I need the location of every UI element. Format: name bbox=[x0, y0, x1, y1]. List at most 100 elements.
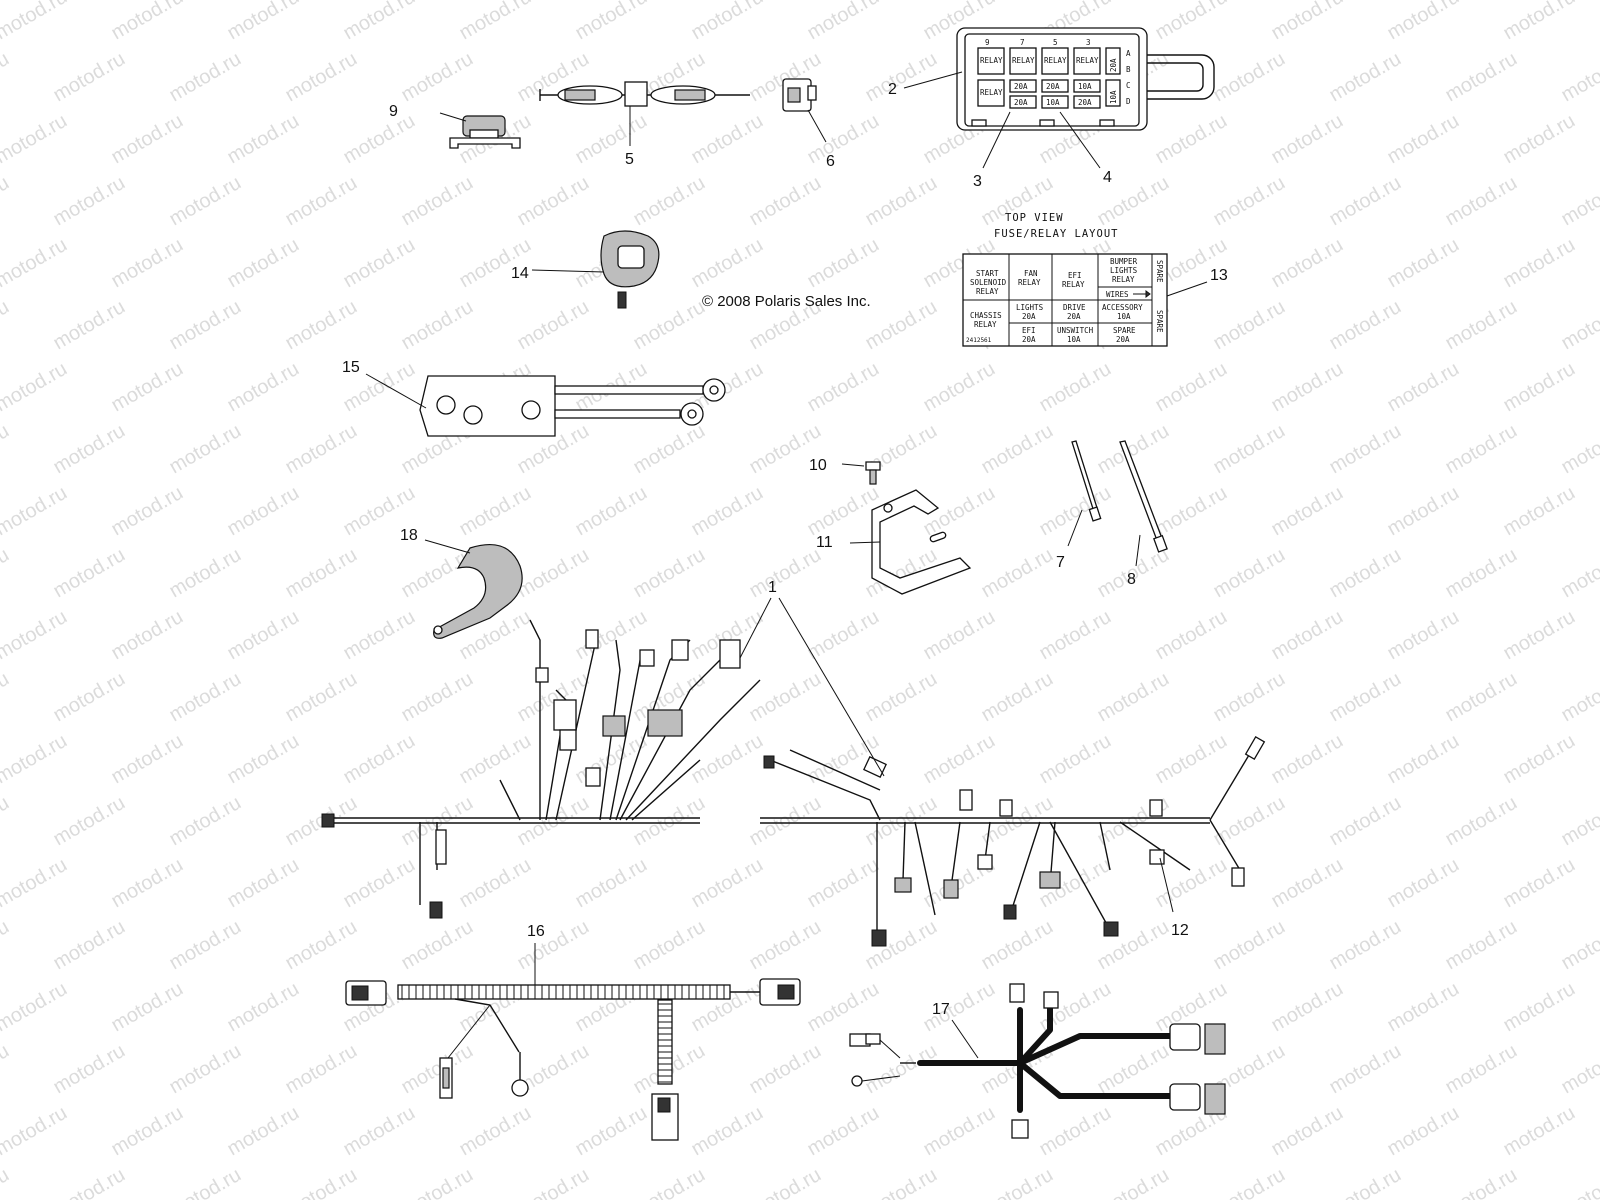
watermark-text: motod.ru bbox=[50, 544, 129, 603]
watermark-text: motod.ru bbox=[572, 110, 651, 169]
watermark-text: motod.ru bbox=[0, 1102, 71, 1161]
part-15-ground-strap[interactable] bbox=[365, 373, 726, 437]
watermark-text: motod.ru bbox=[1268, 0, 1347, 44]
cell-spare-top: SPARE bbox=[1155, 260, 1164, 283]
part-2-fuse-box[interactable]: RELAY RELAY RELAY RELAY 9 7 5 3 RELAY 20… bbox=[903, 27, 1215, 169]
watermark-text: motod.ru bbox=[0, 172, 13, 231]
part-7-cable-tie[interactable] bbox=[1067, 440, 1102, 547]
watermark-text: motod.ru bbox=[688, 234, 767, 293]
watermark-text: motod.ru bbox=[1326, 1040, 1405, 1099]
part-16-sub-harness[interactable] bbox=[345, 943, 801, 1141]
watermark-text: motod.ru bbox=[340, 0, 419, 44]
watermark-text: motod.ru bbox=[920, 730, 999, 789]
watermark-text: motod.ru bbox=[50, 420, 129, 479]
watermark-text: motod.ru bbox=[282, 544, 361, 603]
watermark-text: motod.ru bbox=[340, 606, 419, 665]
watermark-text: motod.ru bbox=[224, 1102, 303, 1161]
watermark-text: motod.ru bbox=[1384, 730, 1463, 789]
watermark-text: motod.ru bbox=[108, 482, 187, 541]
cell-unswitch-2: 10A bbox=[1067, 335, 1081, 344]
watermark-text: motod.ru bbox=[0, 296, 13, 355]
watermark-text: motod.ru bbox=[1442, 48, 1521, 107]
watermark-text: motod.ru bbox=[456, 730, 535, 789]
fusebox-letter-c: C bbox=[1126, 81, 1131, 90]
cell-bumper-2: LIGHTS bbox=[1110, 266, 1138, 275]
cell-efi-fuse-2: 20A bbox=[1022, 335, 1036, 344]
part-18-p-clamp[interactable] bbox=[424, 539, 523, 639]
watermark-text: motod.ru bbox=[1268, 978, 1347, 1037]
part-1-main-harness[interactable] bbox=[321, 597, 1266, 947]
watermark-text: motod.ru bbox=[1384, 606, 1463, 665]
watermark-text: motod.ru bbox=[282, 916, 361, 975]
watermark-text: motod.ru bbox=[1558, 1164, 1600, 1200]
watermark-text: motod.ru bbox=[166, 916, 245, 975]
part-5-inline-fuse-holder[interactable] bbox=[539, 81, 750, 146]
watermark-text: motod.ru bbox=[746, 916, 825, 975]
watermark-text: motod.ru bbox=[1442, 1164, 1521, 1200]
watermark-text: motod.ru bbox=[1326, 172, 1405, 231]
part-9-relay-clip[interactable] bbox=[439, 112, 521, 149]
watermark-text: motod.ru bbox=[1268, 358, 1347, 417]
part-11-bracket[interactable] bbox=[849, 489, 972, 595]
cell-drive-2: 20A bbox=[1067, 312, 1081, 321]
watermark-text: motod.ru bbox=[1384, 978, 1463, 1037]
part-14-sensor[interactable] bbox=[531, 230, 660, 309]
watermark-text: motod.ru bbox=[282, 1164, 361, 1200]
watermark-text: motod.ru bbox=[0, 854, 71, 913]
watermark-text: motod.ru bbox=[166, 48, 245, 107]
cell-start-3: RELAY bbox=[976, 287, 999, 296]
fusebox-letter-d: D bbox=[1126, 97, 1131, 106]
watermark-text: motod.ru bbox=[108, 606, 187, 665]
watermark-text: motod.ru bbox=[514, 792, 593, 851]
watermark-text: motod.ru bbox=[1500, 1102, 1579, 1161]
cell-accessory-2: 10A bbox=[1117, 312, 1131, 321]
watermark-text: motod.ru bbox=[166, 1040, 245, 1099]
watermark-text: motod.ru bbox=[1326, 1164, 1405, 1200]
watermark-text: motod.ru bbox=[514, 172, 593, 231]
watermark-text: motod.ru bbox=[746, 792, 825, 851]
part-10-bolt[interactable] bbox=[841, 461, 881, 485]
part-13-fuse-relay-layout-card[interactable]: TOP VIEW FUSE/RELAY LAYOUT START SOLENOI… bbox=[962, 212, 1208, 347]
part-6-connector[interactable] bbox=[782, 78, 827, 143]
watermark-text: motod.ru bbox=[978, 420, 1057, 479]
watermark-text: motod.ru bbox=[1326, 296, 1405, 355]
watermark-text: motod.ru bbox=[1268, 1102, 1347, 1161]
watermark-text: motod.ru bbox=[1384, 234, 1463, 293]
cell-chassis-2: RELAY bbox=[974, 320, 997, 329]
watermark-text: motod.ru bbox=[108, 234, 187, 293]
fuse-lower-1: 20A bbox=[1014, 98, 1028, 107]
watermark-text: motod.ru bbox=[1442, 792, 1521, 851]
watermark-text: motod.ru bbox=[50, 296, 129, 355]
watermark-text: motod.ru bbox=[1558, 792, 1600, 851]
watermark-text: motod.ru bbox=[282, 296, 361, 355]
part-8-cable-tie[interactable] bbox=[1119, 440, 1168, 567]
fuse-lower-2: 10A bbox=[1046, 98, 1060, 107]
watermark-text: motod.ru bbox=[1152, 606, 1231, 665]
watermark-text: motod.ru bbox=[1036, 358, 1115, 417]
watermark-text: motod.ru bbox=[630, 544, 709, 603]
watermark-text: motod.ru bbox=[978, 544, 1057, 603]
watermark-text: motod.ru bbox=[0, 1164, 13, 1200]
watermark-text: motod.ru bbox=[1442, 544, 1521, 603]
watermark-text: motod.ru bbox=[1094, 1040, 1173, 1099]
part-17-sub-harness[interactable] bbox=[849, 983, 1226, 1139]
callout-8: 8 bbox=[1127, 571, 1136, 588]
watermark-text: motod.ru bbox=[1326, 668, 1405, 727]
watermark-text: motod.ru bbox=[804, 606, 883, 665]
watermark-text: motod.ru bbox=[1500, 110, 1579, 169]
watermark-text: motod.ru bbox=[746, 544, 825, 603]
watermark-text: motod.ru bbox=[1500, 358, 1579, 417]
relay-label-3: RELAY bbox=[1044, 56, 1067, 65]
watermark-text: motod.ru bbox=[166, 544, 245, 603]
callout-6: 6 bbox=[826, 153, 835, 170]
watermark-text: motod.ru bbox=[456, 234, 535, 293]
watermark-text: motod.ru bbox=[1558, 544, 1600, 603]
watermark-text: motod.ru bbox=[978, 1164, 1057, 1200]
watermark-text: motod.ru bbox=[1384, 854, 1463, 913]
watermark-text: motod.ru bbox=[630, 1164, 709, 1200]
watermark-text: motod.ru bbox=[746, 172, 825, 231]
watermark-text: motod.ru bbox=[456, 0, 535, 44]
watermark-text: motod.ru bbox=[1442, 172, 1521, 231]
watermark-text: motod.ru bbox=[804, 234, 883, 293]
